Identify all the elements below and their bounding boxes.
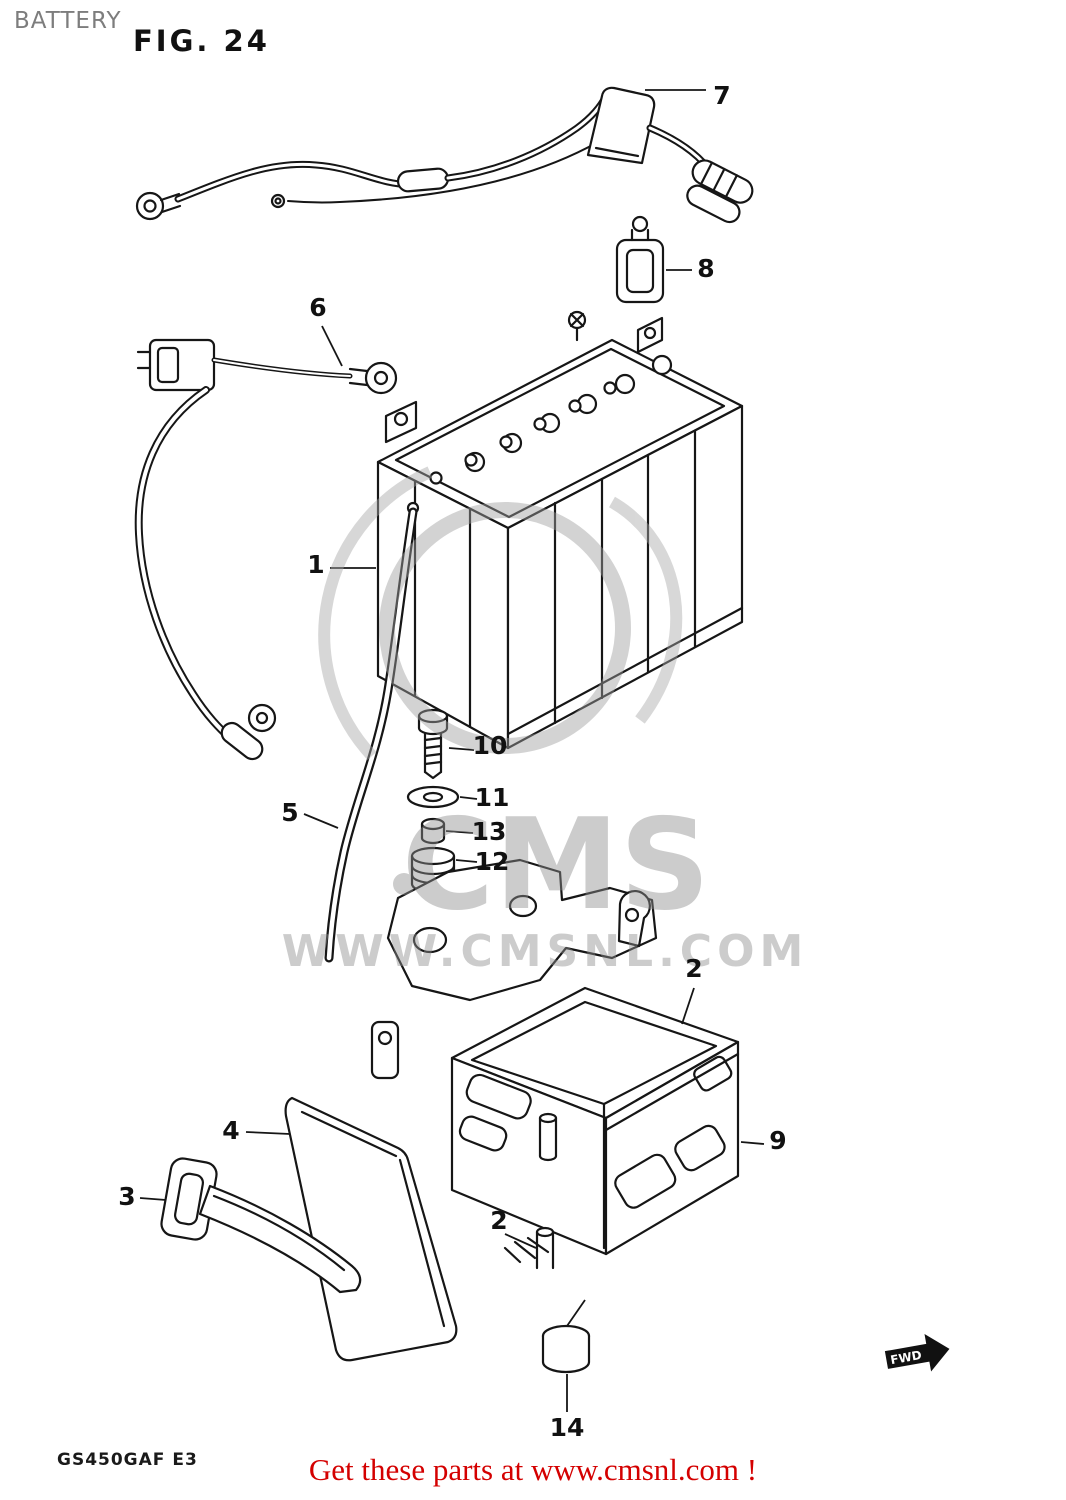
callout-6: 6: [309, 293, 326, 322]
fwd-label: FWD: [889, 1348, 922, 1367]
callout-4: 4: [222, 1116, 239, 1145]
page-title: BATTERY: [14, 8, 122, 34]
fuse-holder: [615, 215, 665, 304]
watermark: CMS WWW.CMSNL.COM: [282, 466, 809, 977]
positive-cable: [135, 86, 754, 224]
bolt: [417, 708, 449, 780]
callout-3: 3: [118, 1182, 135, 1211]
callout-12: 12: [475, 847, 510, 876]
terminal-boot: [586, 86, 656, 165]
callout-5: 5: [281, 798, 298, 827]
callout-10: 10: [473, 731, 508, 760]
callout-9: 9: [769, 1126, 786, 1155]
battery-band: [160, 1157, 362, 1294]
breather-tube: [324, 507, 418, 963]
callout-2b: 2: [490, 1206, 507, 1235]
callout-numbers: 7 8 6 1 10 11 13 12 5 2 9 4 3 2 14: [118, 81, 786, 1442]
callout-7: 7: [713, 81, 730, 110]
cushion: [541, 1324, 591, 1374]
leader-lines: [139, 89, 765, 1412]
battery-box: [450, 986, 740, 1270]
washer: [406, 785, 460, 809]
callout-14: 14: [550, 1413, 585, 1442]
negative-cable: [134, 338, 398, 761]
figure-label: FIG. 24: [133, 24, 270, 58]
model-code: GS450GAF E3: [57, 1450, 198, 1470]
holder-bracket: [370, 858, 658, 1080]
callout-11: 11: [475, 783, 510, 812]
fwd-arrow-icon: FWD: [884, 1334, 950, 1372]
cable-connector: [686, 159, 754, 224]
footer-cta-link[interactable]: Get these parts at www.cmsnl.com !: [308, 1452, 758, 1487]
battery-cover: [284, 1096, 458, 1362]
callout-1: 1: [307, 550, 324, 579]
watermark-url-text: WWW.CMSNL.COM: [282, 926, 809, 977]
watermark-cms-text: CMS: [402, 791, 711, 938]
callout-13: 13: [472, 817, 507, 846]
collar: [420, 817, 446, 845]
cable-sleeve: [396, 167, 450, 193]
callout-8: 8: [697, 254, 714, 283]
callout-2: 2: [685, 954, 702, 983]
